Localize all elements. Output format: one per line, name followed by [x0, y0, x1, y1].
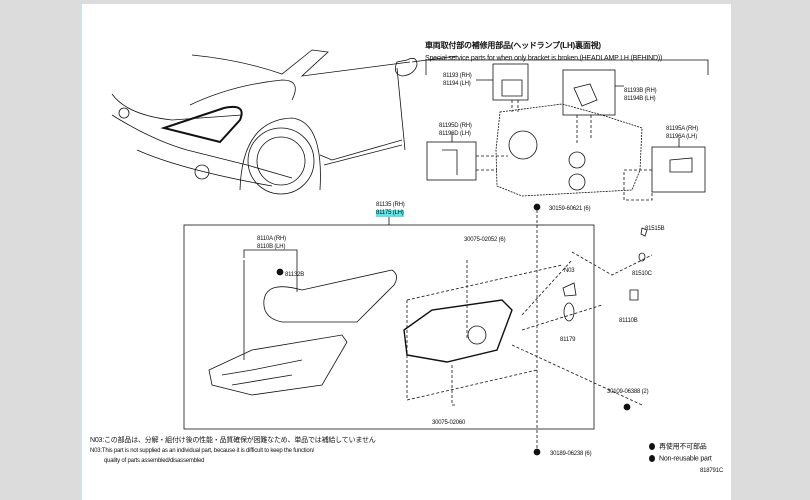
non-reusable-icon: [649, 443, 655, 450]
assembly-label-rh[interactable]: 81135 (RH): [376, 202, 405, 208]
part-label[interactable]: 81194B (LH): [624, 96, 656, 102]
part-label[interactable]: 81193B (RH): [624, 88, 657, 94]
part-label[interactable]: 81194 (LH): [443, 81, 471, 87]
note-en-line2: quality of parts assembled/disassembled: [104, 458, 205, 464]
part-label[interactable]: 81515B: [645, 226, 665, 232]
non-reusable-icon: [649, 455, 655, 462]
bracket-title-en: Special service parts for when only brac…: [425, 55, 663, 62]
parts-diagram-art: [111, 49, 709, 456]
assembly-diagram: [183, 203, 653, 456]
bracket-title-jp: 車両取付部の補修用部品(ヘッドランプ(LH)裏面視): [425, 41, 601, 50]
part-label[interactable]: 81196A (LH): [666, 134, 698, 140]
part-label[interactable]: 30189-06238 (6): [550, 451, 592, 457]
part-label[interactable]: 30109-06388 (2): [607, 389, 649, 395]
figure-id: 818791C: [700, 468, 723, 474]
legend-text-en: Non-reusable part: [659, 455, 712, 463]
part-label[interactable]: 8110A (RH): [257, 236, 286, 242]
part-label[interactable]: 81196D (LH): [439, 131, 471, 137]
part-label[interactable]: 30075-02052 (6): [464, 237, 506, 243]
part-label[interactable]: 81510C: [632, 271, 652, 277]
part-label[interactable]: 81110B: [619, 318, 638, 324]
legend-item-en: Non-reusable part: [649, 455, 712, 463]
part-label[interactable]: 81132B: [285, 272, 305, 278]
legend-text-jp: 再使用不可部品: [659, 443, 707, 451]
part-label[interactable]: 8110B (LH): [257, 244, 286, 250]
bracket-diagram: [425, 59, 709, 201]
note-en-line1: N03:This part is not supplied as an indi…: [90, 448, 315, 454]
part-label[interactable]: 81195D (RH): [439, 123, 472, 129]
part-label[interactable]: 81193 (RH): [443, 73, 472, 79]
diagram-sheet: 車両取付部の補修用部品(ヘッドランプ(LH)裏面視) Special servi…: [80, 4, 731, 500]
car-illustration: [111, 49, 458, 195]
part-label[interactable]: N03: [564, 268, 575, 274]
legend-item-jp: 再使用不可部品: [649, 443, 707, 451]
part-label[interactable]: 30075-02060: [432, 420, 466, 426]
part-label[interactable]: 30159-60621 (6): [549, 206, 591, 212]
part-label[interactable]: 81179: [560, 337, 576, 343]
assembly-label-lh[interactable]: 81175 (LH): [376, 210, 404, 217]
note-jp: N03:この部品は、分解・組付け後の性能・品質確保が困難なため、単品では補給して…: [90, 437, 376, 444]
part-label[interactable]: 81195A (RH): [666, 126, 699, 132]
